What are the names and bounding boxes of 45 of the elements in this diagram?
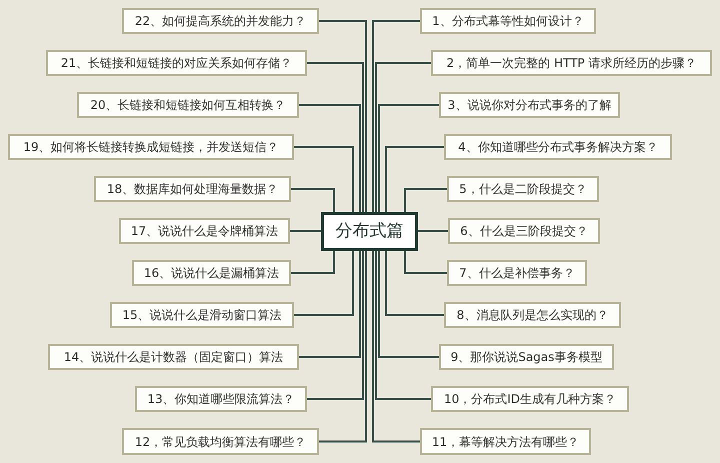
topic-box: 18、数据库如何处理海量数据？ — [94, 176, 291, 202]
connector-line — [290, 230, 321, 232]
connector-line — [404, 251, 447, 274]
connector-line — [378, 104, 439, 212]
connector-line — [307, 62, 364, 212]
topic-box: 8、消息队列是怎么实现的？ — [444, 302, 621, 328]
connector-line — [385, 146, 444, 212]
connector-line — [372, 251, 420, 442]
connector-line — [291, 251, 335, 274]
connector-line — [299, 104, 361, 212]
connector-line — [319, 20, 367, 212]
topic-box: 12，常见负载均衡算法有哪些？ — [122, 428, 319, 455]
connector-line — [294, 146, 354, 212]
topic-box: 22、如何提高系统的并发能力？ — [122, 8, 319, 34]
topic-box: 7、什么是补偿事务？ — [447, 260, 587, 286]
connector-line — [404, 188, 447, 212]
connector-line — [307, 251, 364, 400]
topic-box: 3、说说你对分布式事务的了解 — [439, 92, 620, 118]
topic-box: 2，简单一次完整的 HTTP 请求所经历的步骤？ — [431, 50, 712, 76]
topic-box: 16、说说什么是漏桶算法 — [132, 260, 291, 286]
connector-line — [418, 230, 448, 232]
topic-box: 13、你知道哪些限流算法？ — [135, 386, 307, 412]
topic-box: 14、说说什么是计数器（固定窗口）算法 — [48, 344, 299, 370]
topic-box: 6、什么是三阶段提交？ — [448, 218, 600, 244]
connector-line — [385, 251, 444, 316]
connector-line — [372, 20, 420, 212]
connector-line — [375, 251, 431, 400]
topic-box: 15、说说什么是滑动窗口算法 — [110, 302, 294, 328]
topic-box: 19、如何将长链接转换成短链接，并发送短信？ — [8, 134, 294, 160]
topic-box: 4、你知道哪些分布式事务解决方案？ — [444, 134, 672, 160]
connector-line — [299, 251, 361, 358]
topic-box: 11，幕等解决方法有哪些？ — [420, 428, 591, 455]
connector-line — [291, 188, 335, 212]
connector-line — [375, 62, 431, 212]
topic-box: 10，分布式ID生成有几种方案？ — [431, 386, 629, 412]
central-topic-box: 分布式篇 — [321, 212, 418, 251]
topic-box: 1、分布式幕等性如何设计？ — [420, 8, 596, 34]
topic-box: 5，什么是二阶段提交？ — [447, 176, 599, 202]
topic-box: 9、那你说说Sagas事务模型 — [439, 344, 614, 370]
topic-box: 20、长链接和短链接如何互相转换？ — [77, 92, 299, 118]
connector-line — [378, 251, 439, 358]
topic-box: 17、说说什么是令牌桶算法 — [119, 218, 290, 244]
connector-line — [319, 251, 367, 442]
connector-line — [294, 251, 354, 316]
topic-box: 21、长链接和短链接的对应关系如何存储？ — [46, 50, 307, 76]
